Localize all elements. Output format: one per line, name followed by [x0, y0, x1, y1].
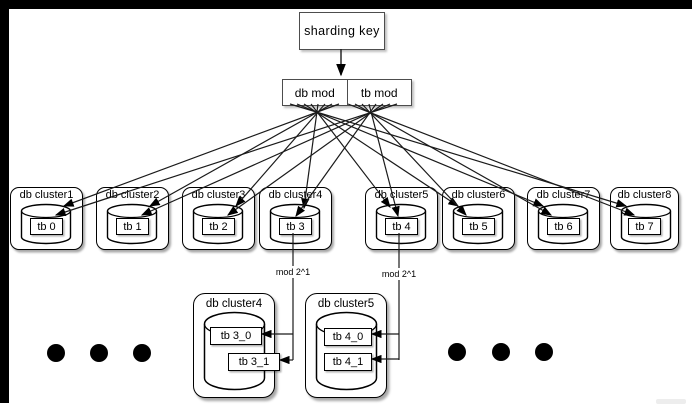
cluster-name-label: db cluster4 [268, 189, 323, 201]
ellipsis-dot [535, 343, 553, 361]
cluster-node-3: db cluster3 tb 2 [182, 187, 255, 250]
cluster-node-8: db cluster8 tb 7 [610, 187, 679, 250]
watermark [656, 399, 686, 404]
table-label: tb 4_0 [324, 328, 372, 346]
cluster-name-label: db cluster3 [191, 189, 246, 201]
cluster-name-label: db cluster1 [19, 189, 74, 201]
cluster-node-5: db cluster5 tb 4 [365, 187, 438, 250]
tb-mod-label: tb mod [360, 85, 398, 100]
ellipsis-dot [133, 344, 151, 362]
ellipsis-dot [448, 343, 466, 361]
table-label: tb 5 [462, 218, 495, 235]
cluster-name-label: db cluster6 [451, 189, 506, 201]
table-label: tb 4_1 [324, 353, 372, 371]
cluster-name-label: db cluster2 [105, 189, 160, 201]
table-label: tb 6 [547, 218, 580, 235]
table-label: tb 3 [279, 218, 312, 235]
sharding-key-label: sharding key [304, 24, 380, 38]
ellipsis-dot [47, 344, 65, 362]
table-label: tb 7 [628, 218, 661, 235]
db-mod-cell: db mod [283, 80, 347, 105]
table-label: tb 1 [116, 218, 149, 235]
expanded-cluster-node-4: db cluster4 tb 3_0 tb 3_1 [193, 293, 280, 398]
cluster-name-label: db cluster5 [317, 298, 375, 310]
database-cylinder-icon [203, 311, 266, 391]
cluster-node-6: db cluster6 tb 5 [442, 187, 515, 250]
cluster-name-label: db cluster8 [617, 189, 672, 201]
ellipsis-dot [90, 344, 108, 362]
db-mod-label: db mod [294, 85, 335, 100]
ellipsis-dot [492, 343, 510, 361]
cluster-node-7: db cluster7 tb 6 [527, 187, 600, 250]
top-black-bar [0, 0, 692, 9]
tb-mod-cell: tb mod [346, 80, 412, 105]
cluster-node-4: db cluster4 tb 3 [259, 187, 332, 250]
cluster-name-label: db cluster7 [536, 189, 591, 201]
table-label: tb 3_1 [228, 353, 280, 371]
left-black-bar [0, 0, 9, 403]
table-label: tb 4 [385, 218, 418, 235]
cluster-node-2: db cluster2 tb 1 [96, 187, 169, 250]
mod-annotation-right: mod 2^1 [374, 268, 424, 280]
table-label: tb 0 [30, 218, 63, 235]
cluster-name-label: db cluster4 [205, 298, 263, 310]
mod-node: db mod tb mod [282, 79, 412, 106]
cluster-node-1: db cluster1 tb 0 [10, 187, 83, 250]
expanded-cluster-node-5: db cluster5 tb 4_0 tb 4_1 [305, 293, 387, 398]
table-label: tb 2 [202, 218, 235, 235]
sharding-key-node: sharding key [299, 12, 385, 50]
cluster-name-label: db cluster5 [374, 189, 429, 201]
mod-annotation-left: mod 2^1 [268, 266, 318, 278]
table-label: tb 3_0 [210, 327, 262, 345]
database-cylinder-icon [315, 311, 378, 391]
